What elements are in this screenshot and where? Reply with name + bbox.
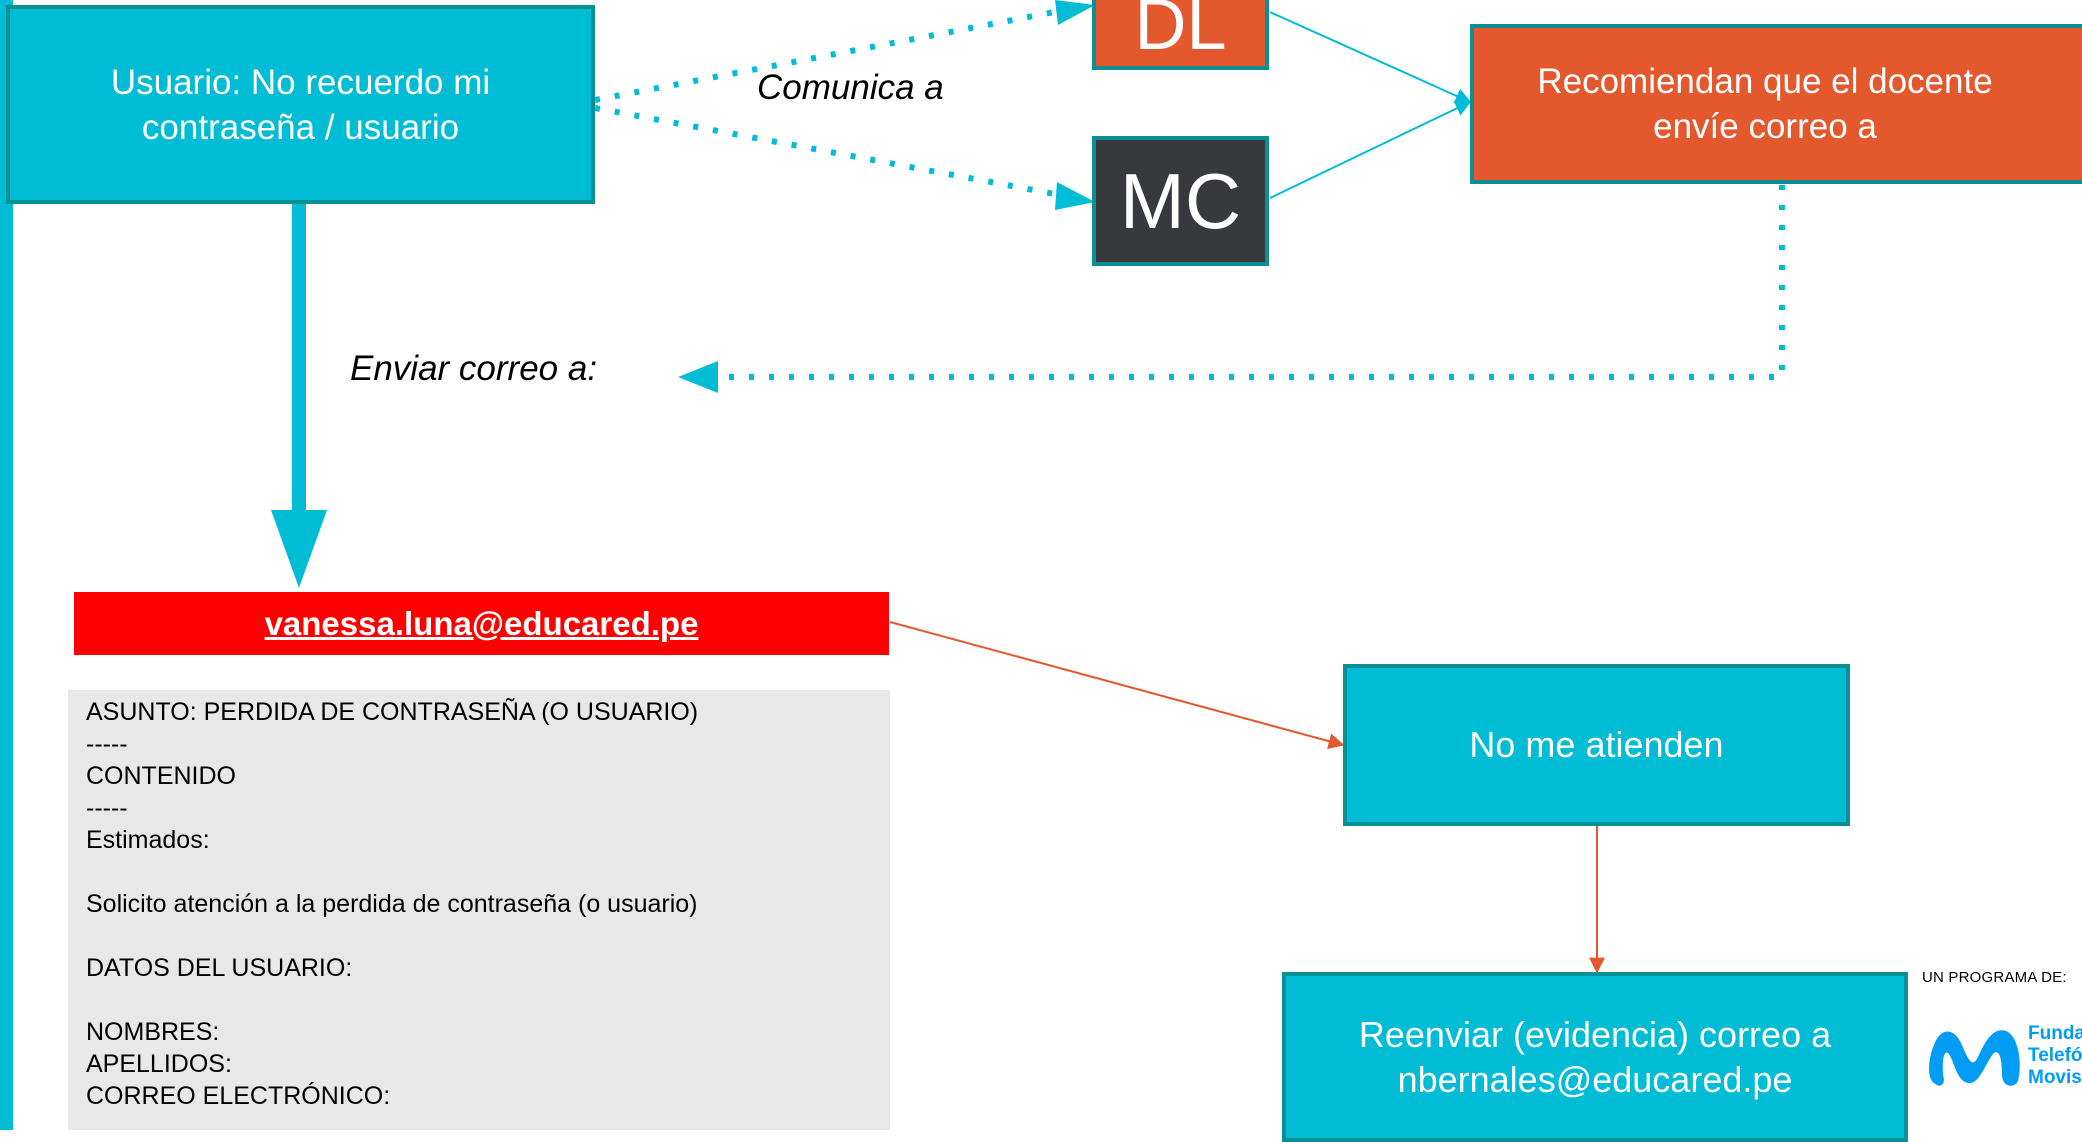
email-template-panel [68, 690, 890, 1130]
label-send-mail: Enviar correo a: [350, 349, 598, 388]
arrowhead-return [678, 361, 718, 393]
email-content-heading: CONTENIDO [86, 762, 236, 790]
sponsor-name-line: Telefó [2028, 1045, 2082, 1066]
email-blank [86, 984, 698, 1016]
sponsor-name: Funda Telefó Movis [2028, 1023, 2082, 1089]
connector-mc-recommend [1269, 101, 1472, 199]
forward-node: Reenviar (evidencia) correo a nbernales@… [1282, 972, 1908, 1142]
email-field-email: CORREO ELECTRÓNICO: [86, 1082, 391, 1110]
left-rail [0, 0, 13, 1130]
forward-node-text: Reenviar (evidencia) correo a nbernales@… [1358, 1014, 1832, 1100]
arrowhead-mc [1055, 182, 1095, 210]
connector-user-mc [594, 105, 1061, 198]
email-field-names: NOMBRES: [86, 1018, 220, 1046]
email-greeting: Estimados: [86, 826, 210, 854]
dl-node-text: DL [1134, 0, 1227, 65]
email-address-bar: vanessa.luna@educared.pe [74, 592, 889, 655]
email-blank [86, 920, 698, 952]
email-subject: ASUNTO: PERDIDA DE CONTRASEÑA (O USUARIO… [86, 698, 699, 726]
connector-dl-recommend [1269, 11, 1472, 104]
email-separator: ----- [86, 730, 128, 758]
connector-user-email [292, 201, 306, 513]
email-blank [86, 856, 698, 888]
email-separator: ----- [86, 794, 128, 822]
no-attention-text: No me atienden [1469, 724, 1724, 765]
mc-node: MC [1092, 136, 1269, 266]
sponsor-name-line: Movis [2028, 1067, 2082, 1088]
arrowhead-email [271, 510, 327, 588]
sponsor-name-line: Funda [2028, 1023, 2082, 1044]
email-request: Solicito atención a la perdida de contra… [86, 890, 698, 918]
email-user-data-heading: DATOS DEL USUARIO: [86, 954, 353, 982]
recommend-node-text: Recomiendan que el docente envíe correo … [1537, 62, 1993, 146]
label-communicates: Comunica a [757, 68, 944, 107]
sponsor-caption: UN PROGRAMA DE: [1922, 969, 2067, 986]
email-field-surnames: APELLIDOS: [86, 1050, 232, 1078]
dl-node: DL [1092, 0, 1269, 70]
email-template-text: ASUNTO: PERDIDA DE CONTRASEÑA (O USUARIO… [86, 696, 698, 1112]
no-attention-node: No me atienden [1343, 664, 1850, 826]
connector-email-noattention [889, 621, 1345, 749]
user-node: Usuario: No recuerdo mi contraseña / usu… [6, 5, 595, 204]
email-address-link[interactable]: vanessa.luna@educared.pe [264, 604, 699, 642]
mc-node-text: MC [1119, 156, 1242, 245]
recommend-node: Recomiendan que el docente envíe correo … [1470, 24, 2082, 184]
movistar-logo-icon [1929, 1030, 2020, 1086]
connector-recommend-return [720, 185, 1785, 380]
user-node-text: Usuario: No recuerdo mi contraseña / usu… [110, 62, 491, 147]
arrowhead-dl [1055, 0, 1095, 25]
